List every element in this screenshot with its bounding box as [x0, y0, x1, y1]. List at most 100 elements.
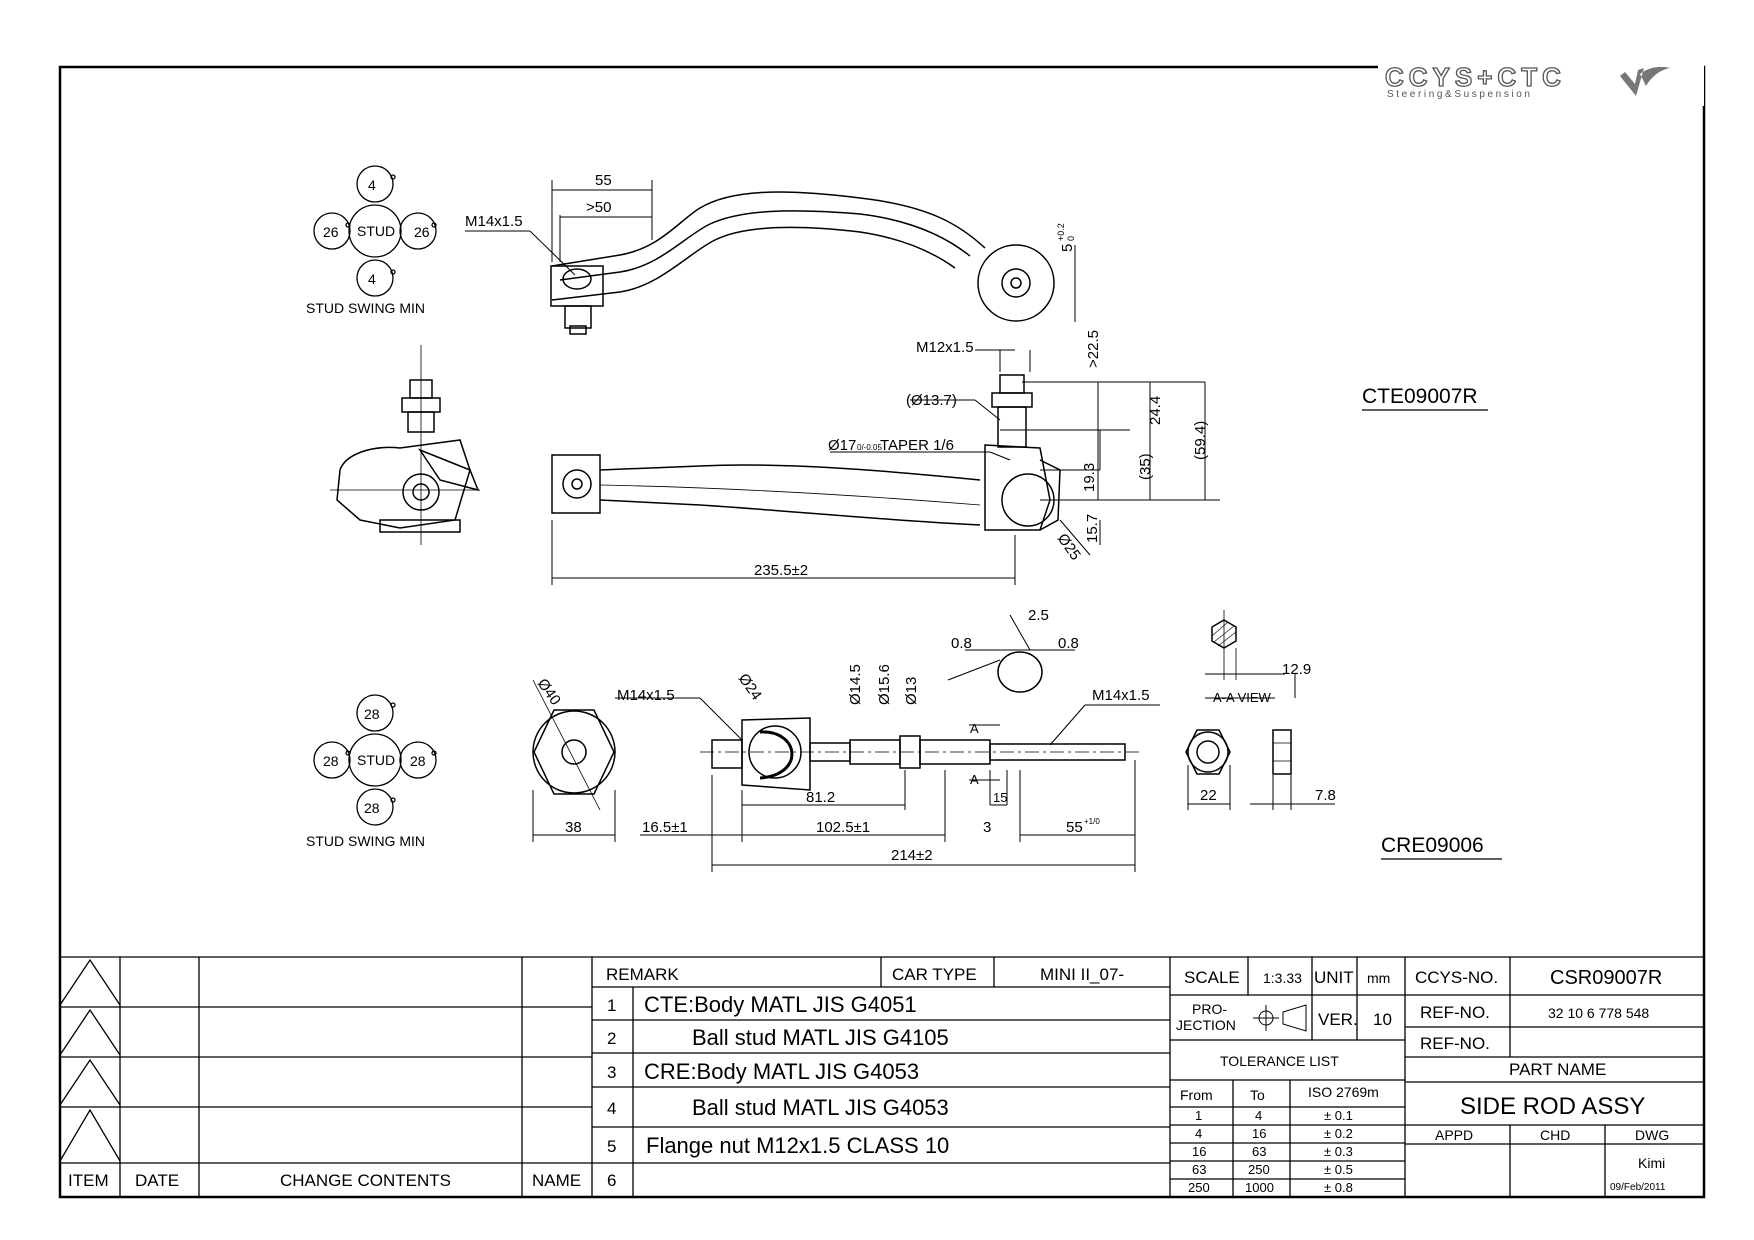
- ref-no-value-1: 32 10 6 778 548: [1548, 1005, 1649, 1021]
- projection-label-2: JECTION: [1176, 1017, 1236, 1033]
- dim-5: 5: [1059, 244, 1076, 252]
- tol-from: 63: [1192, 1162, 1206, 1177]
- part-name-value: SIDE ROD ASSY: [1460, 1093, 1645, 1120]
- dim-5-tol-upper: +0.2: [1056, 223, 1066, 241]
- remark-rows: 1 CTE:Body MATL JIS G4051 2 Ball stud MA…: [607, 992, 949, 1190]
- dim-22: 22: [1200, 787, 1217, 804]
- dim-55-bottom: 55 +1/0: [1066, 817, 1100, 836]
- scale-label: SCALE: [1184, 968, 1240, 987]
- taper-diameter: Ø17: [828, 437, 856, 454]
- section-a-top: A: [970, 721, 979, 736]
- dim-5-tol-lower: 0: [1066, 236, 1076, 241]
- dim-50: >50: [586, 199, 611, 216]
- tol-from: 250: [1188, 1180, 1210, 1195]
- swing-bottom-value: 4: [368, 271, 376, 287]
- stud-swing-diagram-top: [313, 165, 437, 297]
- dim-35: (35): [1137, 453, 1154, 480]
- remark-no: 2: [607, 1029, 616, 1048]
- dim-dia-14-5: Ø14.5: [847, 664, 864, 705]
- brand-logo: CCYS+CTC Steering&Suspension: [1378, 58, 1704, 106]
- dim-thread-top: M14x1.5: [465, 213, 523, 230]
- aa-view-label: A-A VIEW: [1213, 690, 1272, 705]
- dim-0-8-right: 0.8: [1058, 635, 1079, 652]
- chd-label: CHD: [1540, 1127, 1570, 1143]
- tol-to: 4: [1255, 1108, 1262, 1123]
- sheet-border: [58, 65, 1706, 1199]
- tol-value: ± 0.2: [1324, 1126, 1353, 1141]
- dim-dia-13: Ø13: [903, 677, 920, 705]
- side-view-dimensions: [551, 349, 1220, 585]
- unit-value: mm: [1367, 970, 1390, 986]
- remark-no: 5: [607, 1137, 616, 1156]
- swing-caption-bottom: STUD SWING MIN: [306, 833, 425, 849]
- dim-0-8-left: 0.8: [951, 635, 972, 652]
- remark-text: CTE:Body MATL JIS G4051: [644, 992, 917, 1017]
- swing-left-value-b: 28: [323, 753, 339, 769]
- tie-rod-end-top-view: [550, 191, 1055, 335]
- swing-top-value: 4: [368, 177, 376, 193]
- tolerance-rows: 1 4 ± 0.1 4 16 ± 0.2 16 63 ± 0.3 63 250 …: [1188, 1108, 1353, 1195]
- tol-to: 1000: [1245, 1180, 1274, 1195]
- dim-thread-left: M14x1.5: [617, 687, 675, 704]
- tie-rod-end-end-view: [330, 345, 480, 545]
- ccys-no-value: CSR09007R: [1550, 967, 1662, 989]
- tol-value: ± 0.3: [1324, 1144, 1353, 1159]
- section-a-bottom: A: [970, 772, 979, 787]
- tol-from: 16: [1192, 1144, 1206, 1159]
- rev-name-header: NAME: [532, 1171, 581, 1190]
- remark-no: 3: [607, 1063, 616, 1082]
- car-type-value: MINI II_07-: [1040, 965, 1124, 984]
- projection-symbol-icon: [1253, 1004, 1307, 1032]
- car-type-label: CAR TYPE: [892, 965, 977, 984]
- aa-section: [997, 610, 1292, 775]
- dim-thread-side: M12x1.5: [916, 339, 974, 356]
- swing-center-label: STUD: [357, 223, 395, 239]
- tol-from: 1: [1195, 1108, 1202, 1123]
- dim-dia-15-6: Ø15.6: [876, 664, 893, 705]
- dim-55-value: 55: [1066, 819, 1083, 836]
- tolerance-title: TOLERANCE LIST: [1220, 1053, 1339, 1069]
- remark-no: 4: [607, 1099, 616, 1118]
- dwg-label: DWG: [1635, 1127, 1669, 1143]
- top-view-dimensions: [465, 180, 1076, 322]
- tol-to: 63: [1252, 1144, 1266, 1159]
- drawing-date: 09/Feb/2011: [1610, 1182, 1666, 1193]
- dim-22-5: >22.5: [1085, 330, 1102, 368]
- scale-value: 1:3.33: [1263, 970, 1302, 986]
- dim-55-tolerance: +1/0: [1084, 817, 1100, 826]
- dim-38: 38: [565, 819, 582, 836]
- remark-no: 1: [607, 996, 616, 1015]
- appd-label: APPD: [1435, 1127, 1473, 1143]
- logo-text: CCYS+CTC: [1385, 62, 1566, 92]
- logo-mark-icon: [1620, 66, 1670, 96]
- tol-value: ± 0.1: [1324, 1108, 1353, 1123]
- rev-item-header: ITEM: [68, 1171, 109, 1190]
- tol-to-header: To: [1250, 1087, 1265, 1103]
- remark-text: CRE:Body MATL JIS G4053: [644, 1059, 919, 1084]
- dim-15-7: 15.7: [1084, 514, 1101, 543]
- dim-2-5: 2.5: [1028, 607, 1049, 624]
- taper-callout: Ø17 0/-0.05 TAPER 1/6: [828, 437, 954, 454]
- dim-15: 15: [993, 790, 1007, 805]
- remark-text: Ball stud MATL JIS G4105: [692, 1025, 949, 1050]
- dim-59-4: (59.4): [1192, 421, 1209, 460]
- dim-24-4: 24.4: [1147, 396, 1164, 425]
- dim-16-5: 16.5±1: [642, 819, 688, 836]
- cte-code: CTE09007R: [1362, 385, 1478, 408]
- swing-top-value-b: 28: [364, 706, 380, 722]
- remark-text: Flange nut M12x1.5 CLASS 10: [646, 1133, 949, 1158]
- flange-nut-end-view: [532, 679, 616, 811]
- tie-view-dimensions: [532, 614, 1335, 872]
- dim-214: 214±2: [891, 847, 933, 864]
- swing-caption-top: STUD SWING MIN: [306, 300, 425, 316]
- tol-value: ± 0.8: [1324, 1180, 1353, 1195]
- dim-dia-13-7: (Ø13.7): [906, 392, 957, 409]
- logo-tagline: Steering&Suspension: [1387, 89, 1533, 100]
- swing-bottom-value-b: 28: [364, 800, 380, 816]
- tol-std-header: ISO 2769m: [1308, 1084, 1379, 1100]
- tol-from: 4: [1195, 1126, 1202, 1141]
- cre-code: CRE09006: [1381, 834, 1484, 857]
- dim-dia-40: Ø40: [534, 676, 564, 709]
- dim-thread-right: M14x1.5: [1092, 687, 1150, 704]
